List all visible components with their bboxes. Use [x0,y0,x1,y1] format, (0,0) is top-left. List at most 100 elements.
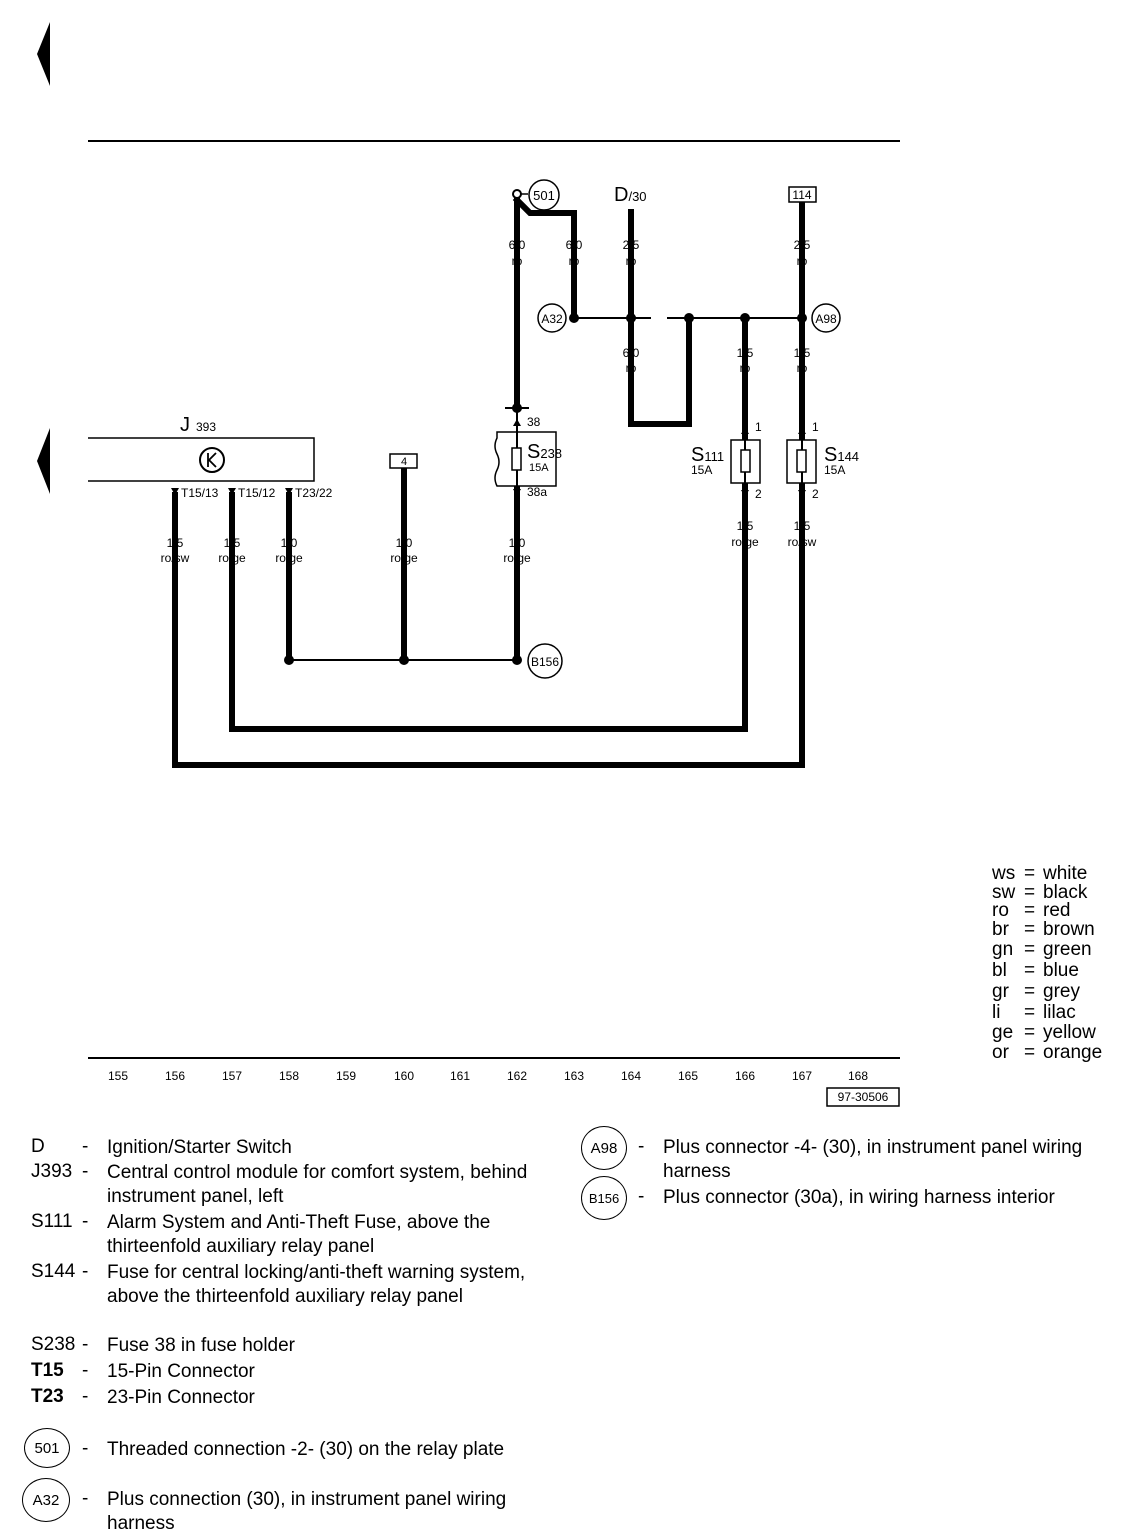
svg-text:red: red [1043,900,1070,921]
svg-text:gr: gr [992,981,1010,1002]
figure-id: 97-30506 [838,1090,889,1104]
svg-text:blue: blue [1043,960,1079,981]
s238-pin-bot: 38a [527,485,547,499]
svg-text:ro: ro [569,254,580,268]
color-legend: ws=white sw=black ro=red br=brown gn=gre… [991,863,1102,1063]
svg-text:6,0: 6,0 [566,238,583,252]
s238-amp: 15A [529,462,549,474]
connector-a32-label: A32 [541,312,563,326]
svg-text:6,0: 6,0 [509,238,526,252]
terminal-501-dot [512,189,522,199]
svg-text:168: 168 [848,1069,868,1083]
fuse-s144 [786,427,817,497]
ruler-numbers: 155 156 157 158 159 160 161 162 163 164 … [108,1069,868,1083]
j393-module-box [88,437,315,482]
svg-text:bl: bl [992,960,1007,981]
svg-text:1,5: 1,5 [794,519,811,533]
svg-text:li: li [992,1002,1000,1023]
svg-text:ro: ro [797,254,808,268]
comfort-module-icon [199,447,225,473]
s144-pin-bot: 2 [812,487,819,501]
connector-a32 [537,303,567,333]
connector-b156-label: B156 [531,655,559,669]
box-4 [389,453,418,469]
svg-text:1,0: 1,0 [281,536,298,550]
s238-label: S238 [527,441,562,463]
legend-row: ge = yellow [992,1022,1096,1043]
svg-text:black: black [1043,882,1088,903]
svg-text:6,0: 6,0 [623,346,640,360]
j393-pin-labels: T15/13 T15/12 T23/22 [181,486,333,500]
svg-text:=: = [1024,939,1035,960]
svg-text:ro/ge: ro/ge [503,551,531,565]
box-114 [788,186,817,203]
svg-text:1,5: 1,5 [737,346,754,360]
svg-text:161: 161 [450,1069,470,1083]
page-marker-top-icon [37,22,50,86]
k-glyph-icon [207,452,217,468]
svg-text:159: 159 [336,1069,356,1083]
svg-text:green: green [1043,939,1092,960]
svg-text:1,5: 1,5 [224,536,241,550]
svg-text:orange: orange [1043,1042,1102,1063]
svg-text:=: = [1024,960,1035,981]
j393-pins [171,488,293,495]
connector-501-label: 501 [533,188,555,203]
svg-text:ws: ws [991,863,1015,884]
figure-id-box [826,1087,900,1107]
svg-text:=: = [1024,1002,1035,1023]
svg-text:=: = [1024,919,1035,940]
svg-text:ro/ge: ro/ge [731,535,759,549]
s144-amp: 15A [824,463,845,477]
legend-row: ws=white [991,863,1087,884]
svg-text:T15/13: T15/13 [181,486,219,500]
svg-text:ro: ro [626,361,637,375]
svg-text:ro/ge: ro/ge [218,551,246,565]
svg-text:br: br [992,919,1010,940]
svg-text:166: 166 [735,1069,755,1083]
svg-text:2,5: 2,5 [794,238,811,252]
legend-row: or=orange [992,1042,1102,1063]
junction-dots [284,313,807,665]
svg-text:grey: grey [1043,981,1080,1002]
svg-text:167: 167 [792,1069,812,1083]
thick-wires [172,195,805,768]
s111-pin-bot: 2 [755,487,762,501]
svg-text:yellow: yellow [1043,1022,1096,1043]
badge-a98: A98 [581,1126,627,1170]
fuse-s238 [494,408,557,496]
svg-text:ge: ge [992,1022,1013,1043]
svg-text:=: = [1024,863,1035,884]
svg-text:162: 162 [507,1069,527,1083]
svg-text:2,5: 2,5 [623,238,640,252]
svg-text:ro/sw: ro/sw [788,535,817,549]
connector-a98 [811,303,841,333]
s111-amp: 15A [691,463,712,477]
badge-a32: A32 [22,1478,70,1522]
svg-text:=: = [1024,1022,1035,1043]
s111-label: S111 [691,444,724,466]
svg-text:160: 160 [394,1069,414,1083]
svg-text:or: or [992,1042,1010,1063]
svg-text:157: 157 [222,1069,242,1083]
legend-row: gr=grey [992,981,1080,1002]
svg-text:ro/ge: ro/ge [390,551,418,565]
svg-text:165: 165 [678,1069,698,1083]
svg-text:1,0: 1,0 [509,536,526,550]
legend-row: bl = blue [992,960,1079,981]
svg-text:sw: sw [992,882,1016,903]
legend-row: sw = black [992,882,1088,903]
svg-text:ro: ro [740,361,751,375]
legend-row: li=lilac [992,1002,1076,1023]
svg-text:T15/12: T15/12 [238,486,276,500]
s111-pin-top: 1 [755,420,762,434]
s144-pin-top: 1 [812,420,819,434]
svg-text:brown: brown [1043,919,1095,940]
svg-text:164: 164 [621,1069,641,1083]
s144-label: S144 [824,444,859,466]
svg-text:1,5: 1,5 [794,346,811,360]
svg-text:=: = [1024,882,1035,903]
svg-text:ro/sw: ro/sw [161,551,190,565]
